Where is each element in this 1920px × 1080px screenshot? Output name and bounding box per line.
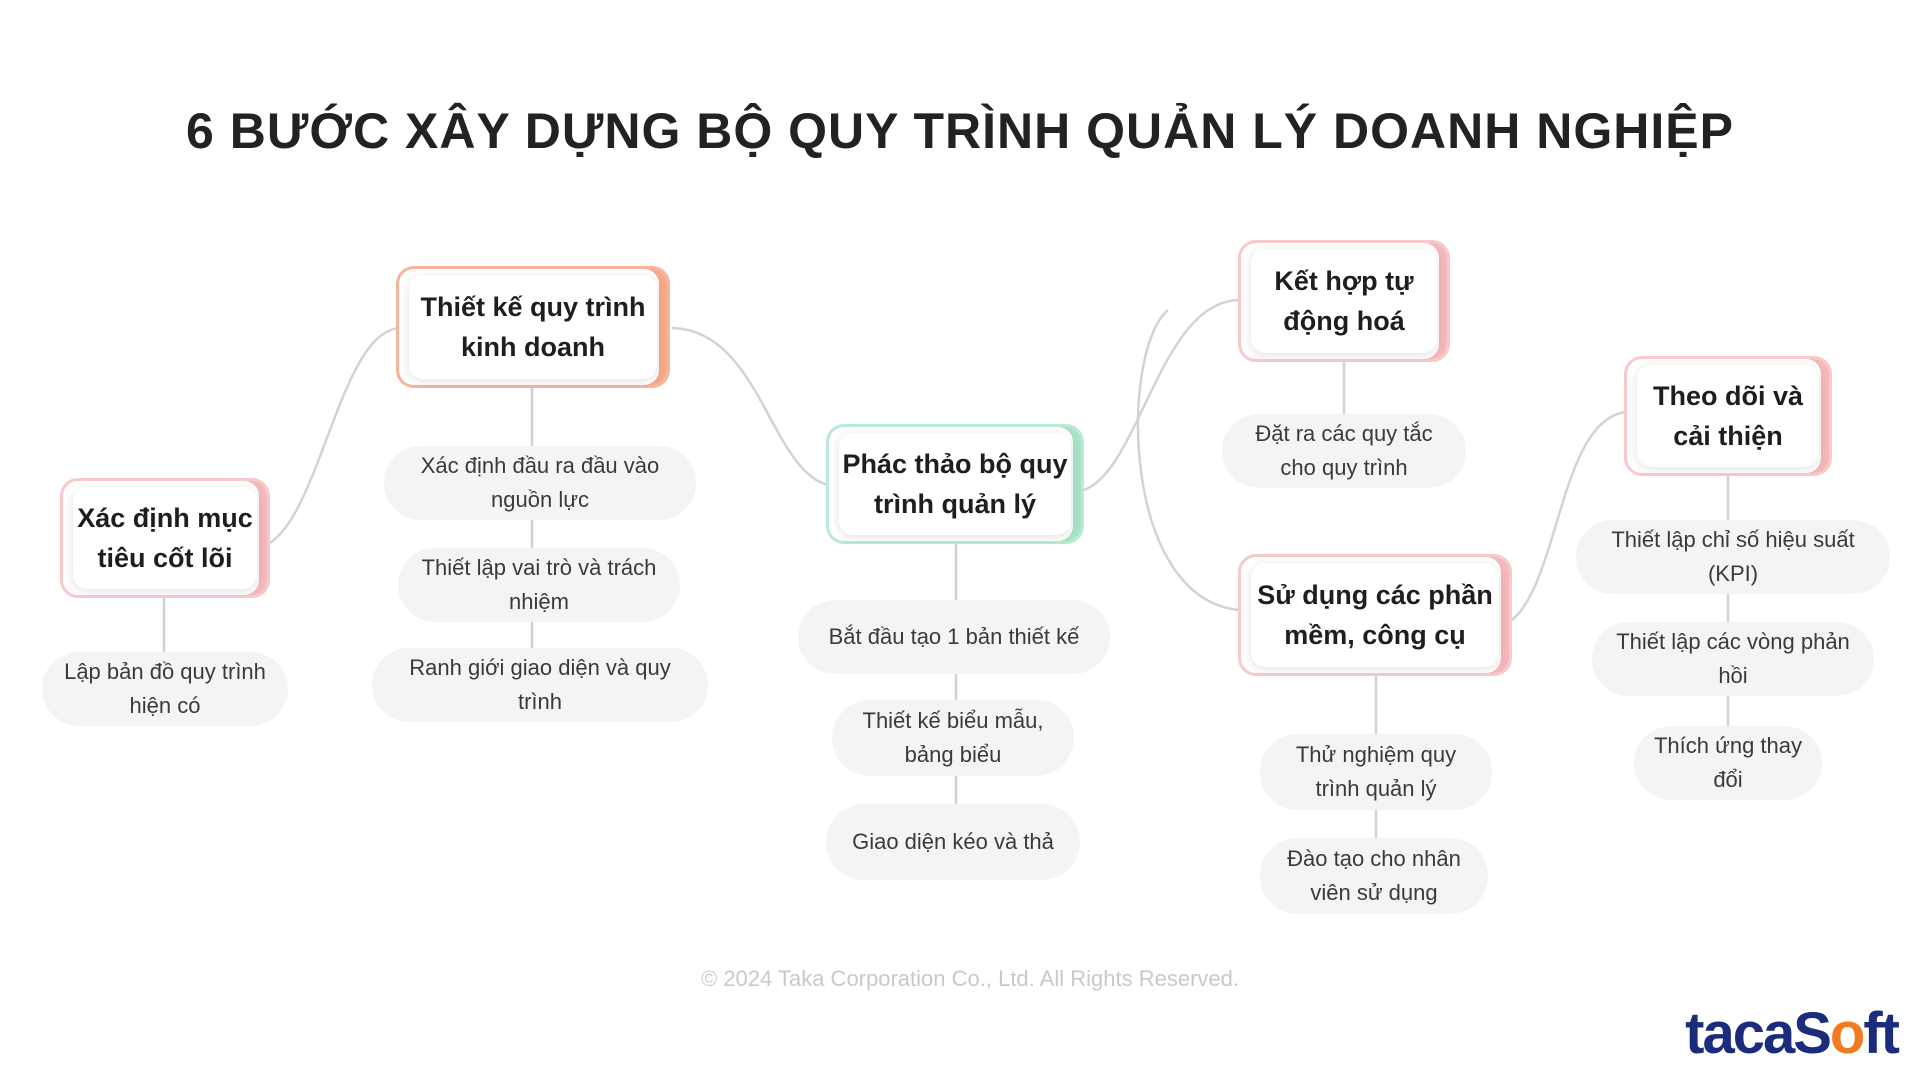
step-2-item-3[interactable]: Ranh giới giao diện và quy trình [372,648,708,722]
step-4-label: Kết hợp tự động hoá [1274,266,1414,336]
link-step1-step2 [265,326,401,547]
step-1-node[interactable]: Xác định mục tiêu cốt lõi [60,478,270,598]
step-3-item-2[interactable]: Thiết kế biểu mẫu, bảng biểu [832,700,1074,776]
step-5-label: Sử dụng các phần mềm, công cụ [1257,580,1493,650]
step-2-item-1[interactable]: Xác định đầu ra đầu vào nguồn lực [384,446,696,520]
step-4-item-1[interactable]: Đặt ra các quy tắc cho quy trình [1222,414,1466,488]
step-1-item-1[interactable]: Lập bản đồ quy trình hiện có [42,652,288,726]
link-step2-step3 [671,326,829,487]
step-2-label: Thiết kế quy trình kinh doanh [420,292,646,362]
step-6-item-2[interactable]: Thiết lập các vòng phản hồi [1592,622,1874,696]
tacasoft-logo: tacaSoft [1685,1001,1900,1066]
step-6-item-3[interactable]: Thích ứng thay đổi [1634,726,1822,800]
step-5-node[interactable]: Sử dụng các phần mềm, công cụ [1238,554,1512,676]
step-5-item-1[interactable]: Thử nghiệm quy trình quản lý [1260,734,1492,810]
step-2-item-2[interactable]: Thiết lập vai trò và trách nhiệm [398,548,680,622]
step-5-item-2[interactable]: Đào tạo cho nhân viên sử dụng [1260,838,1488,914]
step-6-node[interactable]: Theo dõi và cải thiện [1624,356,1832,476]
step-1-label: Xác định mục tiêu cốt lõi [77,503,253,573]
step-2-node[interactable]: Thiết kế quy trình kinh doanh [396,266,670,388]
step-3-item-1[interactable]: Bắt đầu tạo 1 bản thiết kế [798,600,1110,674]
diagram-title: 6 BƯỚC XÂY DỰNG BỘ QUY TRÌNH QUẢN LÝ DOA… [186,103,1734,159]
step-3-item-3[interactable]: Giao diện kéo và thả [826,804,1080,880]
link-step3-step4 [1083,298,1241,492]
step-3-label: Phác thảo bộ quy trình quản lý [842,449,1068,519]
step-4-node[interactable]: Kết hợp tự động hoá [1238,240,1450,362]
step-6-item-1[interactable]: Thiết lập chỉ số hiệu suất (KPI) [1576,520,1890,594]
step-3-node[interactable]: Phác thảo bộ quy trình quản lý [826,424,1084,544]
step-6-label: Theo dõi và cải thiện [1652,381,1804,451]
link-step5-step6 [1511,410,1627,621]
link-step4-step5 [1136,309,1241,612]
copyright-footer: © 2024 Taka Corporation Co., Ltd. All Ri… [701,966,1239,991]
